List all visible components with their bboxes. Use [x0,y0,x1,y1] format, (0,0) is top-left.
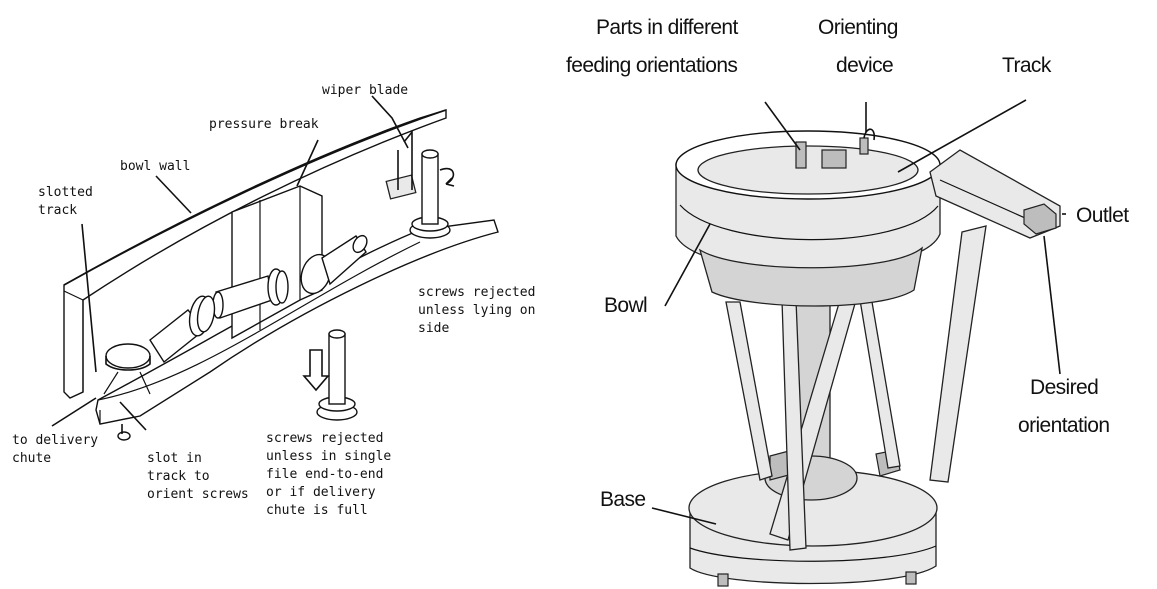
leg-2 [859,299,901,469]
label-to-delivery-chute: to delivery [12,433,98,448]
right-leaders [651,99,1066,525]
screw-lying-2 [212,268,289,319]
label-to-delivery-chute-2: chute [12,451,51,466]
screw-lying-3 [149,295,216,364]
label-screws-rejected-file-3: file end-to-end [266,467,383,482]
part-box [821,149,847,169]
label-desired-orientation: Desired [1030,376,1098,399]
leg-4 [929,225,987,483]
label-desired-orientation-2: orientation [1018,414,1109,437]
label-orienting-device: Orienting [818,16,898,39]
feeder-bowl [675,130,941,307]
label-screws-rejected-side-2: unless lying on [418,303,535,318]
label-bowl-wall: bowl wall [120,159,190,174]
label-outlet: Outlet [1076,204,1129,227]
right-bowl-feeder-drawing [675,128,1061,587]
orienting-device [863,128,876,141]
rejected-screw-upright [316,329,358,421]
label-parts-orientations-2: feeding orientations [566,54,737,77]
down-arrow-icon [302,349,330,392]
label-screws-rejected-file-5: chute is full [266,503,368,518]
label-wiper-blade: wiper blade [322,83,408,98]
label-pressure-break: pressure break [209,117,319,132]
label-base: Base [600,488,645,511]
label-bowl: Bowl [604,294,647,317]
label-slot-in-track-2: track to [147,469,210,484]
feeder-base [688,469,938,587]
label-orienting-device-2: device [836,54,893,77]
left-labels: wiper blade pressure break bowl wall slo… [12,83,535,518]
label-track: Track [1002,54,1052,77]
outlet-part [1023,203,1057,235]
leg-1 [725,301,773,481]
label-screws-rejected-file-4: or if delivery [266,485,376,500]
left-bowl-track-drawing [51,95,499,441]
label-screws-rejected-side-3: side [418,321,449,336]
right-labels: Parts in different feeding orientations … [566,16,1130,511]
label-screws-rejected-file-2: unless in single [266,449,391,464]
screw-at-wiper [409,149,455,239]
screw-lying-1 [300,234,368,295]
label-parts-orientations: Parts in different [596,16,738,39]
label-screws-rejected-side: screws rejected [418,285,535,300]
label-slot-in-track-3: orient screws [147,487,249,502]
slotted-track-floor [95,219,499,425]
wiper-blade [385,174,417,200]
part-upright-1 [795,141,807,169]
screw-head-track [103,343,151,395]
label-slotted-track: slotted [38,185,93,200]
label-slotted-track-2: track [38,203,77,218]
label-screws-rejected-file: screws rejected [266,431,383,446]
label-slot-in-track: slot in [147,451,202,466]
